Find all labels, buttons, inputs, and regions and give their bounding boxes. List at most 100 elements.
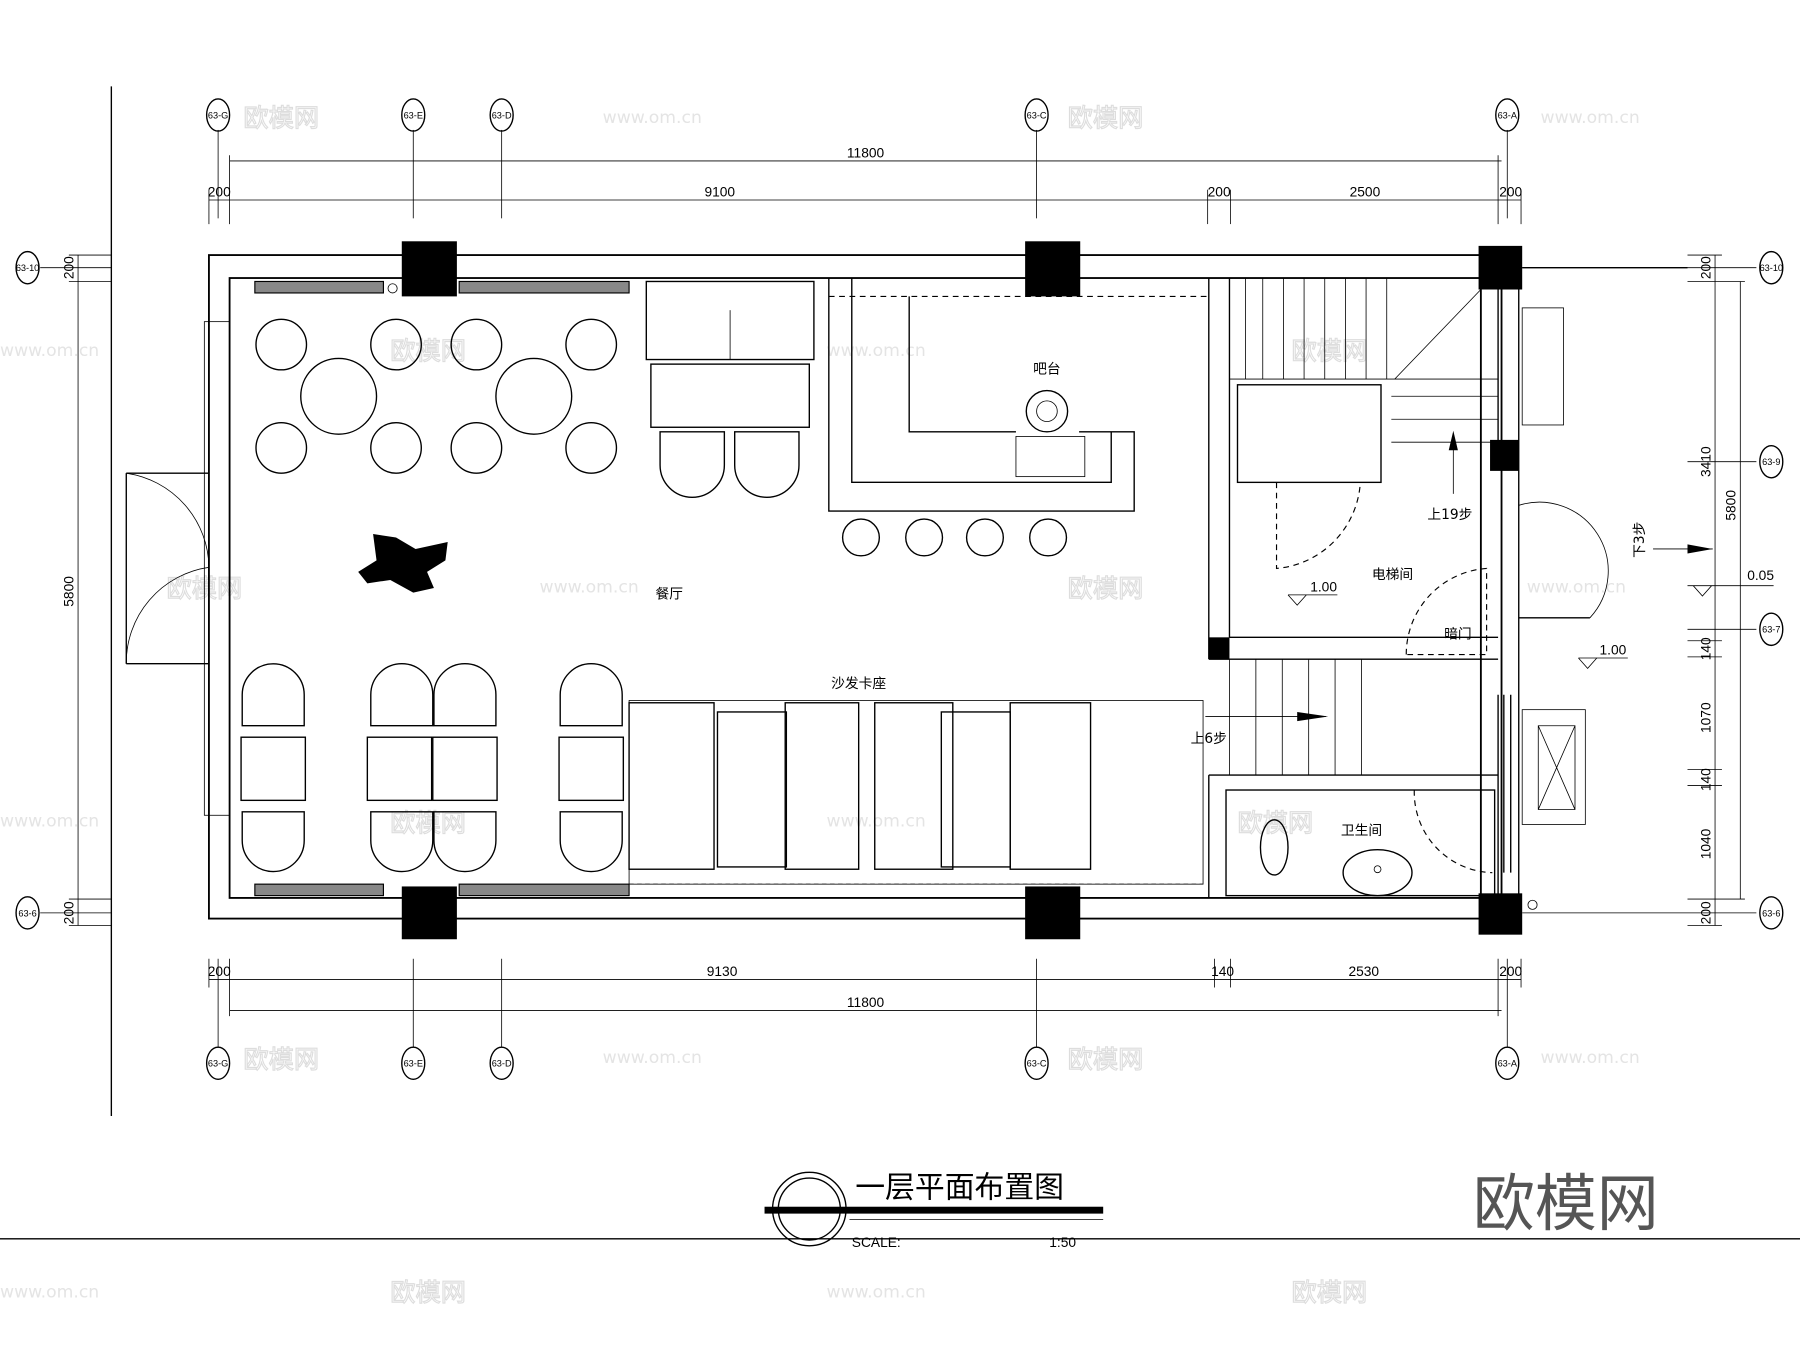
axis-label: 63-C bbox=[1027, 110, 1047, 120]
axis-label: 63-D bbox=[492, 110, 512, 120]
watermark: 欧模网 bbox=[390, 1278, 466, 1307]
axis-label: 63-10 bbox=[1760, 263, 1783, 273]
dimension-label: 11800 bbox=[847, 995, 885, 1010]
watermark: www.om.cn bbox=[827, 341, 926, 361]
watermark: www.om.cn bbox=[0, 341, 99, 361]
dining-chair bbox=[370, 663, 434, 727]
staircase-lower: 上6步 bbox=[1191, 659, 1362, 776]
dimension-label: 2500 bbox=[1350, 185, 1381, 200]
booth-sofa bbox=[874, 702, 954, 870]
axis-label: 63-7 bbox=[1762, 625, 1780, 635]
drawing-title: 一层平面布置图 bbox=[855, 1171, 1064, 1206]
dimension-label: 1070 bbox=[1698, 702, 1713, 733]
booth-table bbox=[940, 711, 1011, 868]
axis-label: 63-E bbox=[404, 110, 423, 120]
stair-label-up6: 上6步 bbox=[1191, 731, 1227, 747]
round-table bbox=[495, 357, 573, 435]
axis-label: 63-G bbox=[208, 110, 228, 120]
watermark: www.om.cn bbox=[1541, 1048, 1640, 1068]
armchair bbox=[659, 431, 726, 498]
exterior-right: 1.00 下3步 0.05 bbox=[1518, 307, 1774, 910]
bar-stool bbox=[905, 518, 944, 557]
dining-chair bbox=[559, 811, 623, 873]
axis-label: 63-A bbox=[1498, 110, 1518, 120]
level-mark-outside: 1.00 bbox=[1599, 643, 1626, 658]
room-label-booth: 沙发卡座 bbox=[831, 676, 886, 692]
armchair bbox=[370, 318, 422, 371]
watermark: www.om.cn bbox=[0, 1282, 99, 1302]
watermark: www.om.cn bbox=[827, 812, 926, 832]
walls bbox=[208, 254, 1688, 920]
room-label-elevator: 电梯间 bbox=[1372, 567, 1413, 583]
dimension-label: 200 bbox=[61, 901, 76, 924]
staircase-upper: 上19步 bbox=[1229, 278, 1499, 523]
watermark: 欧模网 bbox=[1291, 1278, 1367, 1307]
bar-stool bbox=[1029, 518, 1068, 557]
axis-label: 63-9 bbox=[1762, 457, 1780, 467]
watermark: www.om.cn bbox=[827, 1282, 926, 1302]
room-label-toilet: 卫生间 bbox=[1341, 823, 1382, 839]
axis-label: 63-6 bbox=[18, 908, 36, 918]
armchair bbox=[734, 431, 800, 498]
watermark: 欧模网 bbox=[1238, 808, 1314, 837]
watermark: 欧模网 bbox=[1068, 574, 1144, 603]
dimensions-top: 11800 200 9100 200 2500 200 bbox=[208, 145, 1523, 225]
watermark: 欧模网 bbox=[390, 337, 466, 366]
armchair bbox=[370, 421, 422, 474]
axis-label: 63-D bbox=[492, 1059, 512, 1069]
watermark: 欧模网 bbox=[1068, 103, 1144, 132]
stair-label-up19: 上19步 bbox=[1427, 507, 1472, 523]
axis-label: 63-6 bbox=[1762, 908, 1780, 918]
watermark: www.om.cn bbox=[603, 108, 702, 128]
axis-label: 63-G bbox=[208, 1059, 228, 1069]
dimension-label: 200 bbox=[61, 256, 76, 279]
booth-sofa bbox=[628, 702, 715, 870]
watermark: 欧模网 bbox=[243, 1045, 319, 1074]
dining-table bbox=[240, 736, 307, 802]
dimension-label: 11800 bbox=[847, 145, 885, 160]
axis-bubbles-left: 63-10 63-6 bbox=[15, 250, 40, 930]
armchair bbox=[450, 318, 503, 371]
dining-table bbox=[558, 736, 625, 802]
bar-counter: 吧台 bbox=[828, 278, 1209, 512]
watermark: 欧模网 bbox=[1068, 1045, 1144, 1074]
dining-chair bbox=[433, 663, 497, 727]
axis-label: 63-E bbox=[404, 1059, 423, 1069]
decor-sculpture bbox=[358, 534, 448, 593]
axis-label: 63-10 bbox=[16, 263, 39, 273]
coffee-table bbox=[650, 363, 811, 428]
bar-stool bbox=[965, 518, 1005, 557]
brand-logo: 欧模网 bbox=[1473, 1167, 1659, 1240]
dining-chair bbox=[241, 811, 305, 873]
dining-chair bbox=[559, 663, 623, 727]
armchair bbox=[255, 318, 308, 371]
watermark: www.om.cn bbox=[0, 812, 99, 832]
booth-sofa bbox=[784, 702, 860, 870]
dimension-label: 200 bbox=[1208, 185, 1231, 200]
watermark: www.om.cn bbox=[603, 1048, 702, 1068]
planter-strips bbox=[254, 280, 630, 897]
armchair bbox=[255, 421, 308, 474]
dimension-label: 200 bbox=[1698, 256, 1713, 279]
booth-table bbox=[716, 711, 788, 868]
dimension-label: 200 bbox=[1698, 901, 1713, 924]
dimension-label: 1040 bbox=[1698, 828, 1713, 859]
watermark: 欧模网 bbox=[1291, 337, 1367, 366]
dining-chair bbox=[241, 663, 305, 727]
armchair bbox=[450, 421, 503, 474]
axis-label: 63-A bbox=[1498, 1059, 1518, 1069]
elevator-room: 电梯间 暗门 1.00 bbox=[1275, 482, 1488, 656]
watermark: www.om.cn bbox=[1527, 578, 1626, 598]
dining-chair bbox=[433, 811, 497, 873]
watermark: 欧模网 bbox=[390, 808, 466, 837]
dimension-label: 3410 bbox=[1698, 446, 1713, 477]
dimension-label: 140 bbox=[1211, 964, 1234, 979]
dimension-label: 2530 bbox=[1348, 964, 1379, 979]
watermark: www.om.cn bbox=[1541, 108, 1640, 128]
armchair bbox=[565, 318, 618, 371]
round-table bbox=[300, 357, 378, 435]
watermarks: 欧模网 www.om.cn 欧模网 www.om.cn 欧模网 www.om.c… bbox=[0, 103, 1640, 1308]
dimensions-left: 200 5800 200 bbox=[61, 254, 112, 926]
scale-value: 1:50 bbox=[1049, 1235, 1076, 1250]
